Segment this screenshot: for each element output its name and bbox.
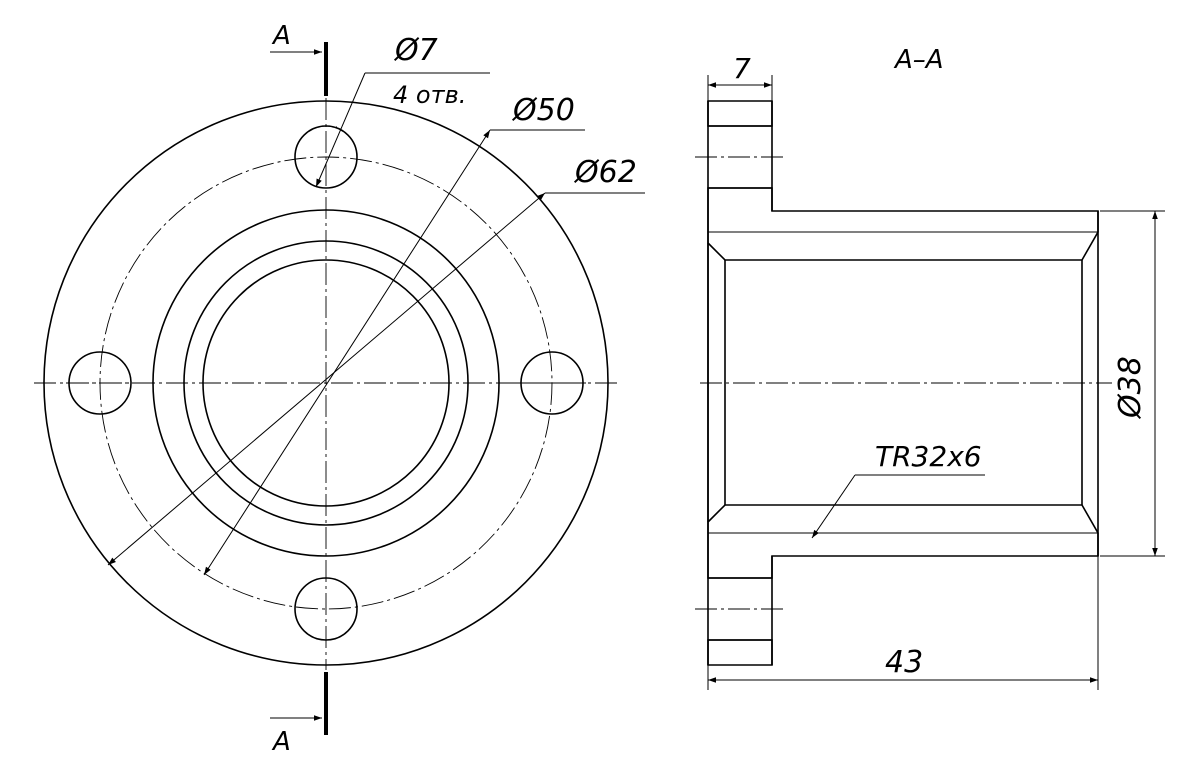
- hole-outline: [708, 125, 772, 641]
- length-text: 43: [885, 645, 923, 680]
- thread-callout: TR32x6: [811, 440, 985, 539]
- flange-width-dimension: 7: [707, 52, 773, 101]
- outer-dim-text: Ø62: [573, 155, 637, 190]
- body-diameter-dimension: Ø38: [1100, 210, 1165, 557]
- bolt-hole: [294, 577, 358, 641]
- front-view: A A Ø7 4 отв. Ø50 Ø62: [34, 21, 645, 757]
- bolt-circle-dimension: Ø50: [203, 93, 585, 576]
- hole-dimension: Ø7 4 отв.: [315, 33, 490, 188]
- outer-dimension: Ø62: [107, 155, 645, 566]
- hole-dim-text: Ø7: [393, 33, 438, 68]
- bore-outline: [707, 243, 1083, 522]
- thread-label: TR32x6: [875, 440, 982, 473]
- section-title: A–A: [893, 45, 944, 75]
- section-label: A: [271, 727, 291, 757]
- section-label: A: [271, 21, 291, 51]
- length-dimension: 43: [707, 556, 1099, 690]
- section-marker-bottom: A: [270, 672, 328, 757]
- body-dia-text: Ø38: [1113, 356, 1148, 420]
- section-view: A–A 7 43: [695, 45, 1165, 690]
- bolt-circle-dim-text: Ø50: [511, 93, 575, 128]
- section-marker-top: A: [270, 21, 328, 96]
- hole-count-text: 4 отв.: [393, 81, 466, 109]
- flange-outer-circle: [43, 100, 609, 666]
- flange-width-text: 7: [733, 52, 751, 85]
